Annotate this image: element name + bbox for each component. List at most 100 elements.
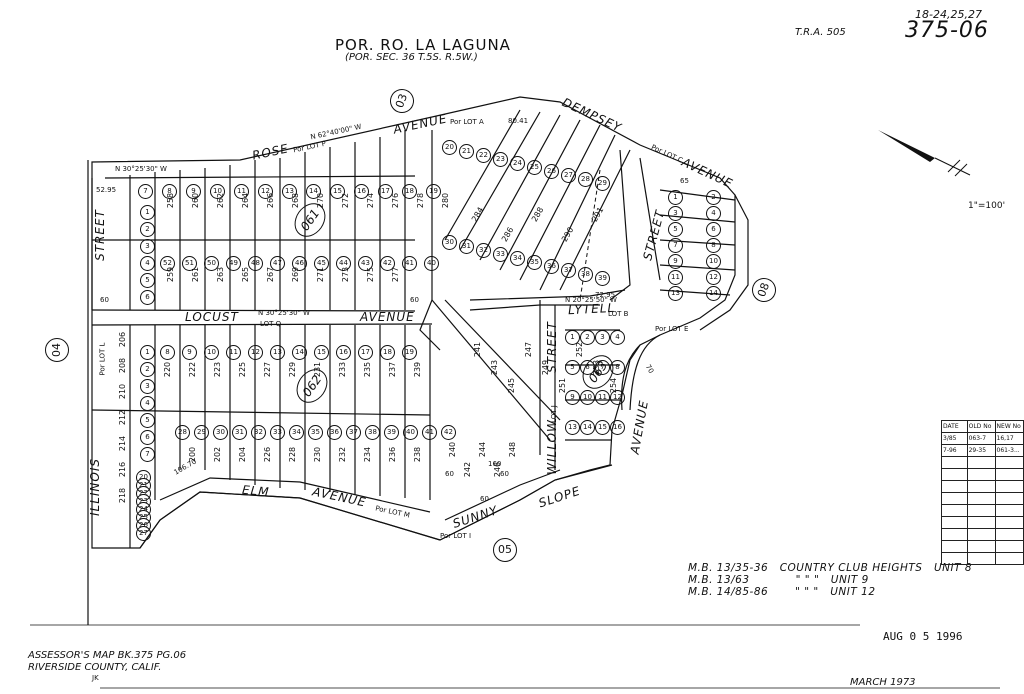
dim-4: 60 bbox=[445, 470, 454, 478]
lot-number: 242 bbox=[463, 461, 473, 478]
history-cell: 7-96 bbox=[941, 444, 968, 457]
dim-7: 65 bbox=[680, 177, 689, 185]
parcel-circle: 44 bbox=[336, 256, 351, 271]
parcel-circle: 39 bbox=[595, 271, 610, 286]
history-row bbox=[941, 468, 1024, 481]
parcel-circle: 45 bbox=[314, 256, 329, 271]
lot-number: 240 bbox=[448, 441, 458, 458]
parcel-circle: 2 bbox=[706, 190, 721, 205]
history-cell bbox=[966, 504, 996, 517]
history-row bbox=[941, 516, 1024, 529]
lot-number: 225 bbox=[238, 361, 248, 378]
dim-3: 60 bbox=[410, 296, 419, 304]
mb-ref: M.B. 14/85-86 bbox=[688, 586, 769, 598]
parcel-circle: 7 bbox=[668, 238, 683, 253]
lot-number: 251 bbox=[558, 377, 568, 394]
parcel-circle: 48 bbox=[248, 256, 263, 271]
history-row bbox=[941, 552, 1024, 565]
parcel-circle: 28 bbox=[175, 425, 190, 440]
label-por-lot-l: Por LOT L bbox=[98, 342, 107, 376]
north-arrow-icon bbox=[878, 130, 971, 177]
parcel-circle: 22 bbox=[476, 148, 491, 163]
parcel-circle: 15 bbox=[595, 420, 610, 435]
history-cell bbox=[966, 540, 996, 553]
dim-2: 60 bbox=[100, 296, 109, 304]
history-row bbox=[941, 480, 1024, 493]
parcel-circle: 13 bbox=[282, 184, 297, 199]
parcel-circle: 10 bbox=[706, 254, 721, 269]
parcel-circle: 43 bbox=[358, 256, 373, 271]
dim-10: 160 bbox=[488, 460, 502, 468]
lot-number: 263 bbox=[216, 266, 226, 283]
street-willow: WILLOW bbox=[544, 419, 559, 475]
footer-map-ref: ASSESSOR'S MAP BK.375 PG.06 bbox=[28, 650, 187, 661]
lot-number: 231 bbox=[313, 361, 323, 378]
history-cell bbox=[994, 504, 1024, 517]
parcel-circle: 13 bbox=[668, 286, 683, 301]
parcel-circle: 30 bbox=[442, 235, 457, 250]
lot-number: 244 bbox=[478, 441, 488, 458]
history-cell bbox=[994, 540, 1024, 553]
history-header-date: DATE bbox=[941, 420, 968, 433]
lot-number: 223 bbox=[213, 361, 223, 378]
street-illinois: ILLINOIS bbox=[88, 457, 103, 517]
parcel-circle: 34 bbox=[510, 251, 525, 266]
label-lot-b: LOT B bbox=[608, 310, 629, 318]
lot-number: 280 bbox=[441, 192, 451, 209]
parcel-circle: 8 bbox=[706, 238, 721, 253]
parcel-circle: 1 bbox=[140, 205, 155, 220]
history-header-old: OLD No bbox=[966, 420, 996, 433]
history-cell bbox=[994, 528, 1024, 541]
lot-number: 235 bbox=[363, 361, 373, 378]
dim-6: 60 bbox=[480, 495, 489, 503]
parcel-circle: 15 bbox=[330, 184, 345, 199]
parcel-circle: 6 bbox=[580, 360, 595, 375]
lot-number: 206 bbox=[118, 331, 128, 348]
parcel-circle: 35 bbox=[308, 425, 323, 440]
parcel-circle: 7 bbox=[595, 360, 610, 375]
parcel-circle: 2 bbox=[140, 222, 155, 237]
mb-name: " " " bbox=[795, 586, 819, 598]
parcel-circle: 5 bbox=[668, 222, 683, 237]
street-elm: ELM bbox=[241, 482, 271, 500]
history-cell bbox=[941, 468, 968, 481]
lot-number: 245 bbox=[507, 377, 517, 394]
lot-number: 241 bbox=[473, 341, 483, 358]
lot-number: 204 bbox=[238, 446, 248, 463]
parcel-circle: 46 bbox=[292, 256, 307, 271]
parcel-circle: 8 bbox=[160, 345, 175, 360]
received-date-stamp: AUG 0 5 1996 bbox=[883, 630, 963, 643]
parcel-circle: 27 bbox=[136, 526, 151, 541]
parcel-circle: 15 bbox=[314, 345, 329, 360]
history-row bbox=[941, 456, 1024, 469]
map-subtitle: (POR. SEC. 36 T.5S. R.5W.) bbox=[345, 52, 478, 63]
parcel-circle: 5 bbox=[140, 413, 155, 428]
parcel-circle: 8 bbox=[162, 184, 177, 199]
footer-date: MARCH 1973 bbox=[850, 677, 916, 688]
label-por-lot-i: Por LOT I bbox=[440, 532, 472, 540]
lot-number: 278 bbox=[416, 192, 426, 209]
history-row bbox=[941, 528, 1024, 541]
history-cell bbox=[966, 480, 996, 493]
history-cell bbox=[966, 516, 996, 529]
history-cell bbox=[994, 456, 1024, 469]
lot-number: 252 bbox=[575, 341, 585, 358]
parcel-circle: 6 bbox=[140, 430, 155, 445]
mb-ref: M.B. 13/63 bbox=[688, 574, 750, 586]
lot-number: 227 bbox=[263, 361, 273, 378]
bearing-lytell: N 20°25'50" W bbox=[565, 296, 617, 304]
parcel-circle: 9 bbox=[668, 254, 683, 269]
label-lot-j: LOT J bbox=[549, 405, 558, 423]
parcel-circle: 39 bbox=[384, 425, 399, 440]
street-locust: LOCUST bbox=[185, 310, 239, 324]
parcel-circle: 19 bbox=[426, 184, 441, 199]
parcel-circle: 52 bbox=[160, 256, 175, 271]
parcel-circle: 12 bbox=[258, 184, 273, 199]
street-locust-avenue: AVENUE bbox=[360, 310, 415, 324]
parcel-circle: 36 bbox=[544, 259, 559, 274]
history-cell bbox=[941, 480, 968, 493]
parcel-circle: 14 bbox=[706, 286, 721, 301]
